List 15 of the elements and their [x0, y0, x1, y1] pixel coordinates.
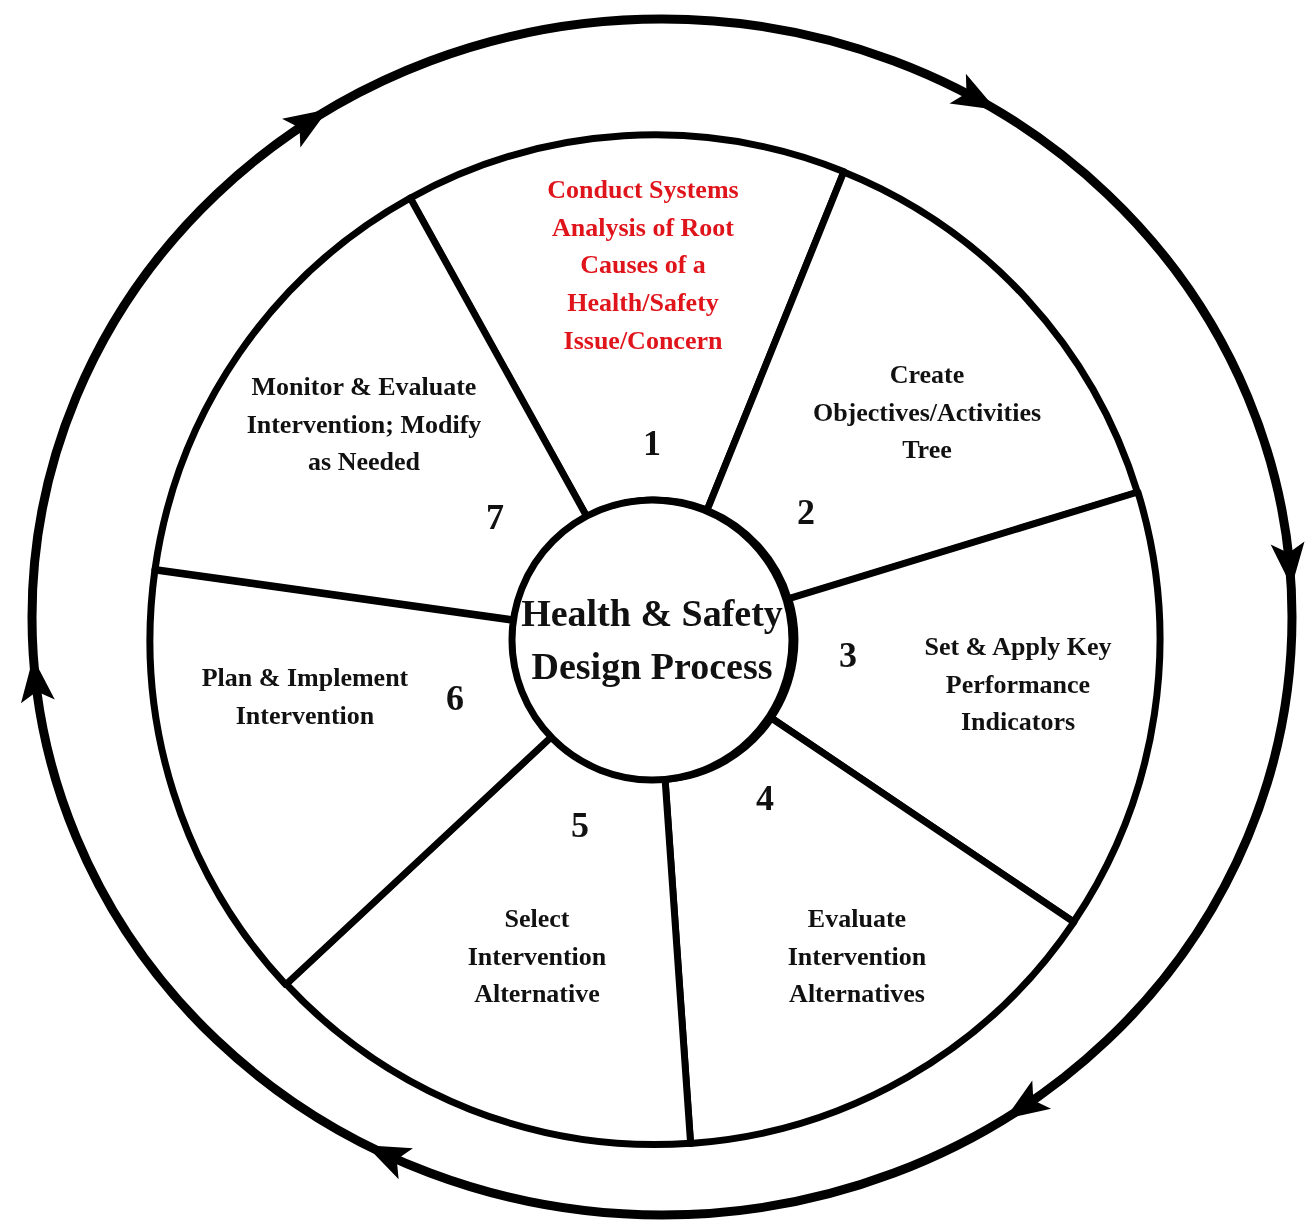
step-number: 3 [839, 637, 857, 673]
step-text: Evaluate Intervention Alternatives [786, 903, 928, 1011]
step-text: Conduct Systems Analysis of Root Causes of a Health/Safety Issue/Concern [546, 173, 740, 357]
step-number: 1 [643, 425, 661, 461]
step-text: Select Intervention Alternative [466, 903, 608, 1011]
step-number: 2 [797, 494, 815, 530]
step-text: Plan & Implement Intervention [200, 662, 410, 732]
step-number: 4 [756, 780, 774, 816]
step-text: Set & Apply Key Performance Indicators [923, 631, 1113, 739]
step-text: Monitor & Evaluate Intervention; Modify as Needed [246, 371, 482, 479]
center-title: Health & Safety Design Process [521, 590, 783, 689]
step-number: 6 [446, 680, 464, 716]
step-text: Create Objectives/Activities Tree [811, 359, 1043, 467]
step-number: 5 [571, 807, 589, 843]
step-number: 7 [486, 499, 504, 535]
